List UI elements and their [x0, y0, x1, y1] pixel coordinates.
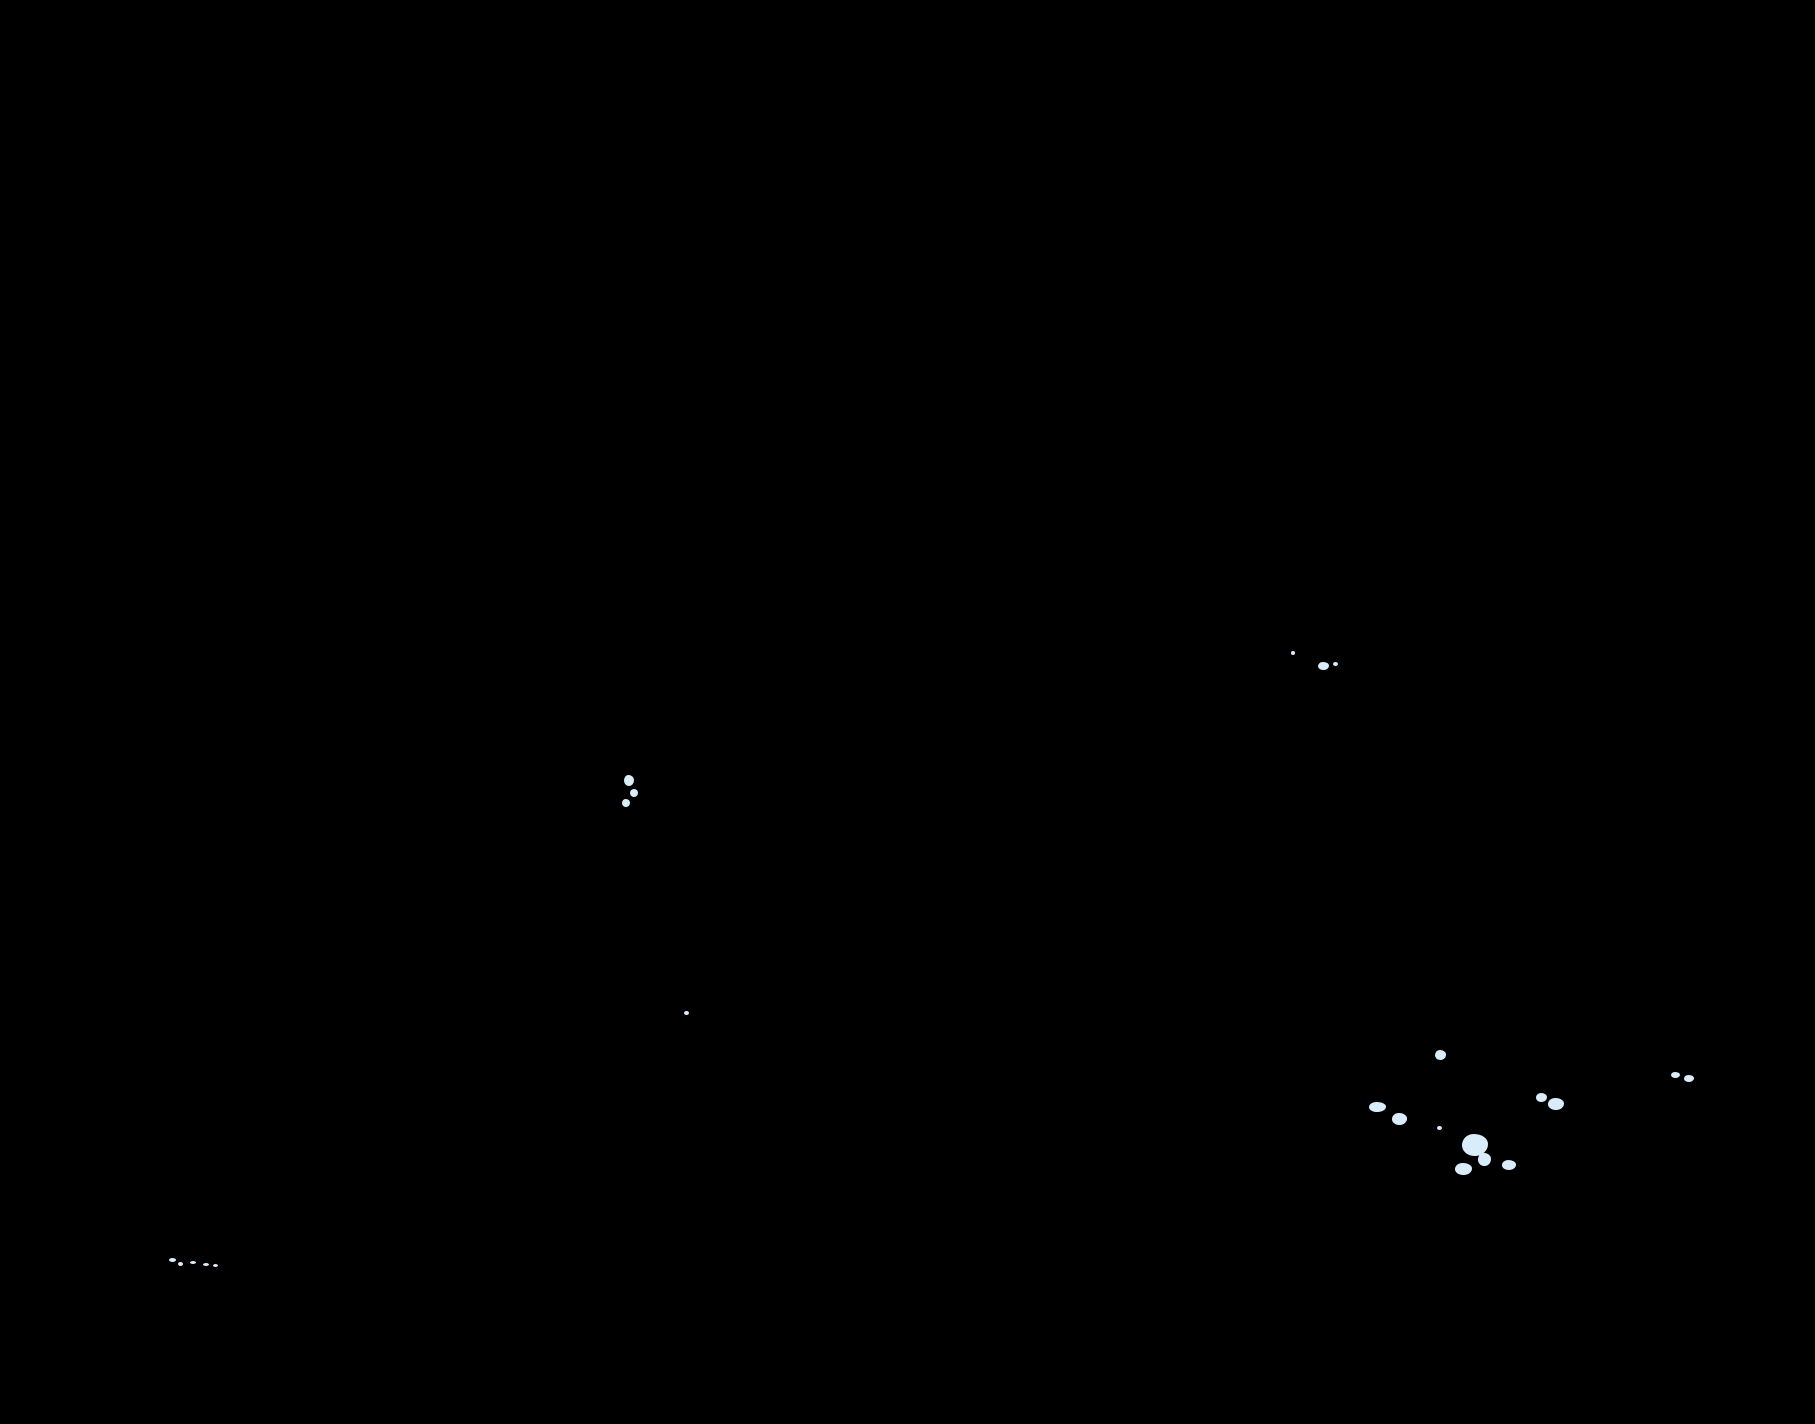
mask-blob [1462, 1134, 1488, 1156]
mask-blob [1671, 1072, 1680, 1078]
mask-blob [1392, 1113, 1407, 1125]
mask-blob [1684, 1075, 1694, 1082]
mask-blob [203, 1263, 209, 1266]
mask-blob [1478, 1153, 1491, 1166]
mask-blob [630, 789, 638, 797]
mask-blob [622, 799, 630, 807]
mask-blob [190, 1261, 196, 1264]
mask-blob [1333, 662, 1338, 666]
mask-blob [1548, 1098, 1564, 1110]
mask-blob [1455, 1163, 1472, 1175]
mask-blob [684, 1011, 689, 1015]
mask-blob [213, 1264, 218, 1267]
mask-blob [1437, 1126, 1442, 1130]
mask-blob [1291, 651, 1295, 655]
mask-blob [1369, 1102, 1386, 1112]
mask-blob [1502, 1160, 1516, 1170]
mask-blob [624, 775, 634, 786]
mask-blob [1536, 1093, 1547, 1102]
mask-blob [1435, 1050, 1446, 1060]
mask-blob [178, 1262, 183, 1266]
mask-blob [1318, 662, 1329, 670]
mask-blob [169, 1258, 176, 1262]
